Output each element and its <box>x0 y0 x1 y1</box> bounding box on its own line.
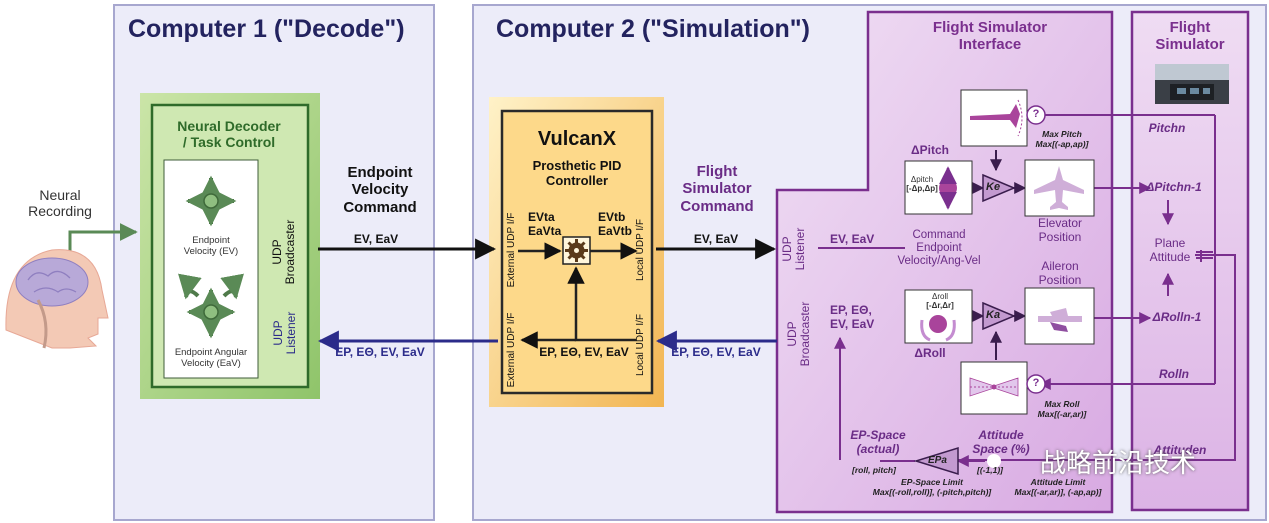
ke-triangle <box>982 173 1016 203</box>
ep-link1-label: EP, EΘ, EV, EaV <box>335 345 425 359</box>
max-roll-question <box>1026 374 1046 394</box>
attitude-range-label: [(-1,1)] <box>977 465 1003 475</box>
epa-label: EPa <box>928 455 947 466</box>
roll-pitch-label: [roll, pitch] <box>852 465 896 475</box>
roll-n-label: Rolln <box>1159 367 1189 381</box>
computer1-title: Computer 1 ("Decode") <box>128 15 405 43</box>
local-udp-2: Local UDP I/F <box>635 313 646 377</box>
ke-label: Ke <box>986 181 1001 193</box>
vulcanx-title: VulcanX <box>537 128 617 150</box>
vulcanx-ep-label: EP, EΘ, EV, EaV <box>539 345 629 359</box>
plane-icon-2 <box>1038 316 1082 322</box>
local-udp-1: Local UDP I/F <box>635 218 646 282</box>
ev-eav-link2-label: EV, EaV <box>693 232 739 246</box>
delta-pitch-n1-label: ΔPitchn-1 <box>1146 180 1202 194</box>
watermark: 战略前沿技术 <box>1040 449 1197 479</box>
delta-pitch-small: Δpitch[-Δp,Δp] <box>906 175 938 194</box>
neural-decoder-title: Neural Decoder/ Task Control <box>177 118 281 151</box>
gear-icon <box>565 239 588 262</box>
delta-roll-small: Δroll[-Δr,Δr] <box>926 292 954 311</box>
delta-pitch-box <box>904 160 973 215</box>
max-pitch-question <box>1026 105 1046 125</box>
fsi-ep-list: EP, EΘ,EV, EaV <box>830 303 875 331</box>
head-icon <box>5 249 109 349</box>
ep-link2-label: EP, EΘ, EV, EaV <box>671 345 761 359</box>
ep-space-label: EP-Space(actual) <box>850 428 906 456</box>
max-roll-q-label: ? <box>1032 377 1040 389</box>
ev-eav-link1-label: EV, EaV <box>353 232 399 246</box>
max-pitch-q-label: ? <box>1032 108 1040 120</box>
external-udp-2: External UDP I/F <box>506 312 517 388</box>
external-udp-1: External UDP I/F <box>506 212 517 288</box>
ka-triangle <box>982 301 1016 331</box>
computer2-title: Computer 2 ("Simulation") <box>496 15 810 43</box>
ka-label: Ka <box>986 309 1001 321</box>
delta-roll-n1-label: ΔRolln-1 <box>1152 310 1202 324</box>
plane-icon <box>1034 166 1084 210</box>
pitch-n-label: Pitchn <box>1148 121 1186 135</box>
delta-pitch-label: ΔPitch <box>911 143 949 157</box>
attitude-n-label: Attituden <box>1153 443 1207 457</box>
delta-roll-label: ΔRoll <box>914 346 946 360</box>
cockpit-thumbnail <box>1155 64 1229 104</box>
epa-triangle <box>913 446 959 476</box>
fsi-ev-eav: EV, EaV <box>830 232 875 246</box>
